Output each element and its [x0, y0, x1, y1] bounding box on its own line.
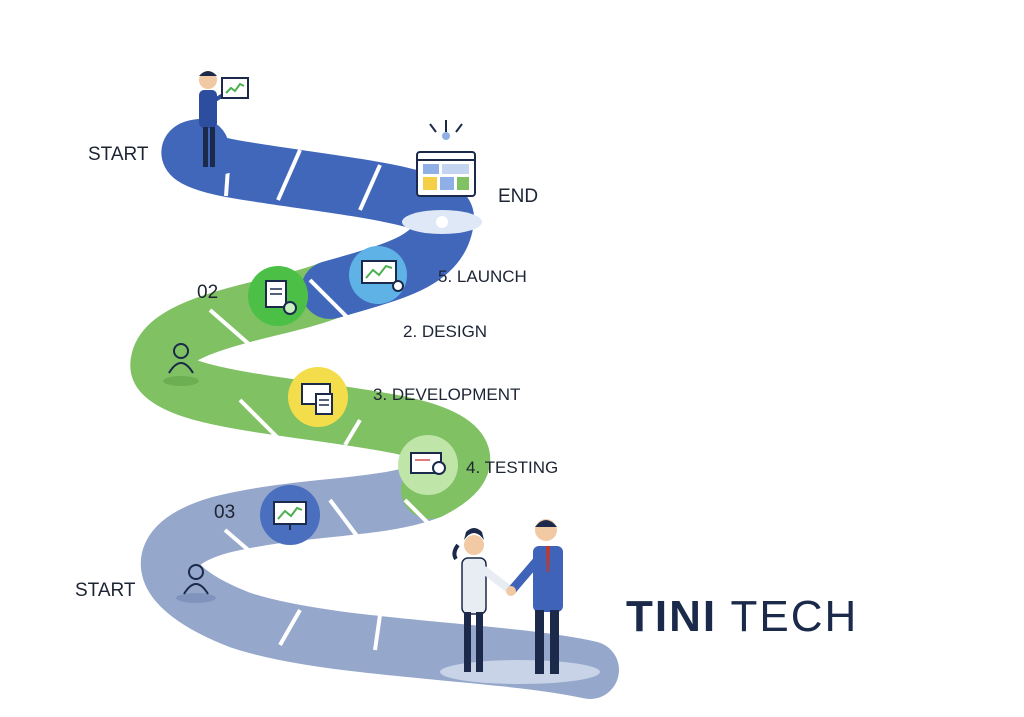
design-label: 2. DESIGN	[403, 322, 488, 341]
brand-light: TECH	[730, 592, 859, 641]
step-02-label: 02	[197, 282, 219, 303]
development-label: 3. DEVELOPMENT	[373, 385, 521, 404]
analytics-board-icon	[221, 77, 249, 99]
website-layout-icon	[416, 120, 476, 197]
start-bottom-label: START	[75, 580, 136, 601]
monitor-chart-icon	[349, 246, 407, 304]
presenter-figure	[199, 71, 230, 167]
analytics-monitor-icon	[260, 485, 320, 545]
road-segment-bottom	[141, 461, 619, 699]
brand-strong: TINI	[626, 592, 718, 641]
launch-label: 5. LAUNCH	[438, 267, 527, 286]
user-icon-bottom	[176, 564, 216, 603]
certificate-icon	[398, 435, 458, 495]
road-segment-middle	[130, 261, 491, 519]
start-top-label: START	[88, 144, 149, 165]
document-icon	[248, 266, 308, 326]
handshake-icon	[440, 519, 600, 684]
user-icon	[163, 343, 199, 386]
chart-monitor-icon	[288, 367, 348, 427]
testing-label: 4. TESTING	[466, 458, 559, 477]
step-03-label: 03	[214, 502, 236, 523]
end-label: END	[498, 186, 539, 207]
road-tile-lines	[208, 139, 432, 651]
brand-logo: TINI TECH	[626, 592, 858, 642]
